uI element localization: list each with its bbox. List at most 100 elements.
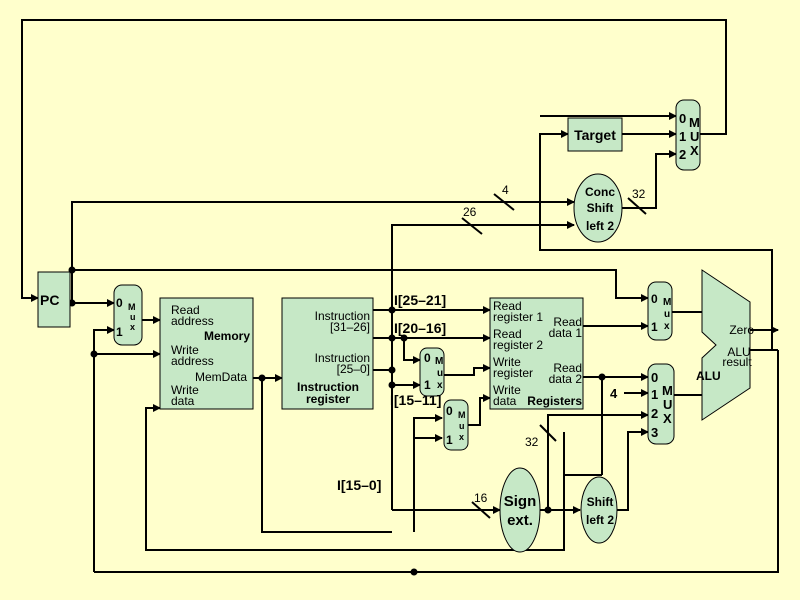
mux-pcsource: 0 1 2 M U X [675,99,701,171]
wire-alu-to-target [539,130,773,350]
svg-text:2: 2 [679,147,686,162]
alu: Zero ALU result ALU [696,269,754,421]
svg-text:1: 1 [651,387,658,402]
svg-text:1: 1 [679,129,686,144]
svg-text:3: 3 [651,425,658,440]
svg-text:x: x [459,432,464,442]
wire-pc-to-concat [71,198,575,303]
svg-text:M: M [128,302,136,312]
target-register: Target [567,117,623,152]
svg-text:u: u [130,312,136,322]
svg-text:0: 0 [679,111,686,126]
svg-text:Shift: Shift [587,495,614,509]
svg-text:0: 0 [424,351,431,365]
svg-text:Instruction: Instruction [315,309,370,323]
svg-text:PC: PC [40,292,59,308]
svg-text:Read: Read [171,303,200,317]
svg-text:x: x [130,322,135,332]
wire-regb-to-mem-bus [563,432,602,476]
svg-text:x: x [664,321,670,332]
concat-shift-unit: Conc Shift left 2 [573,173,623,243]
svg-text:M: M [662,383,673,398]
mux-memtoreg: 0 1 M u x [443,399,469,451]
wire-aluout-to-mem-addr [93,326,115,572]
svg-text:register 1: register 1 [493,310,543,324]
svg-text:Read: Read [493,299,522,313]
svg-text:data 1: data 1 [549,326,583,340]
wire-rt-to-mux [403,338,421,364]
svg-text:MemData: MemData [195,370,247,384]
wire-memdata-to-regmux [413,414,443,532]
svg-text:ALU: ALU [727,345,750,359]
wire-regmux-to-write-data [468,394,491,426]
svg-text:ext.: ext. [507,512,533,529]
width-imm: 16 [474,491,488,505]
svg-text:Read: Read [553,315,582,329]
mux-regdst: 0 1 M u x [419,347,445,397]
shift-left-2-unit: Shift left 2 [580,476,618,544]
width-signext-out: 32 [525,435,539,449]
svg-text:0: 0 [651,292,658,306]
svg-text:data: data [493,394,517,408]
svg-text:Write: Write [493,355,521,369]
svg-text:x: x [437,380,443,391]
label-imm-field: I[15–0] [337,477,381,493]
instruction-register: Instruction [31–26] Instruction [25–0] I… [281,297,374,410]
svg-text:data 2: data 2 [549,372,583,386]
svg-text:M: M [435,356,443,367]
svg-text:0: 0 [116,296,123,310]
svg-text:Shift: Shift [587,201,614,215]
svg-text:1: 1 [116,325,123,339]
const-four: 4 [610,386,618,401]
wire-shift-to-alu-b3 [616,428,649,511]
svg-text:u: u [459,421,465,431]
svg-text:M: M [689,115,700,130]
svg-text:Read: Read [493,327,522,341]
svg-text:0: 0 [446,404,453,418]
wire-signext-to-alu-b2 [547,411,649,510]
svg-text:1: 1 [446,433,453,447]
wire-memdata-down [261,378,392,533]
register-file: Read register 1 Read register 2 Write re… [489,297,584,410]
svg-text:X: X [663,411,672,426]
mux-iord: 0 1 M u x [113,284,143,346]
label-rt-field: I[20–16] [394,320,446,336]
hash-concat-in [493,193,515,211]
svg-text:1: 1 [651,320,658,334]
wire-ir-jump-field [373,221,575,371]
hash-jump [461,217,483,235]
svg-text:Instruction: Instruction [315,351,370,365]
svg-text:u: u [664,309,670,320]
mux-alusrc-b: 0 1 2 3 M U X [647,363,675,445]
svg-text:Registers: Registers [527,394,582,408]
memory-unit: Read address Memory Write address MemDat… [159,297,254,410]
svg-text:Memory: Memory [204,329,250,343]
svg-text:U: U [690,129,699,144]
pc-register: PC [37,271,71,328]
svg-text:ALU: ALU [696,369,721,383]
wire-alu-result-loop [94,350,779,573]
width-concat-out: 32 [632,187,646,201]
wire-pcsource-to-pc [21,19,727,302]
svg-text:address: address [171,314,214,328]
svg-text:left 2: left 2 [586,513,614,527]
hash-imm [471,501,491,519]
sign-extend-unit: Sign ext. [499,467,541,553]
svg-text:Sign: Sign [504,493,537,510]
svg-text:register: register [493,366,533,380]
svg-text:result: result [722,355,752,369]
svg-text:Target: Target [574,127,616,143]
svg-text:register 2: register 2 [493,338,543,352]
svg-text:register: register [306,392,350,406]
hash-concat-out [627,197,647,215]
svg-text:U: U [663,397,672,412]
svg-text:0: 0 [651,370,658,385]
width-jump-field: 26 [463,205,477,219]
svg-text:X: X [690,143,699,158]
svg-text:Write: Write [171,383,199,397]
svg-text:data: data [171,394,195,408]
svg-text:Write: Write [171,343,199,357]
width-concat-in: 4 [502,183,509,197]
svg-text:Read: Read [553,361,582,375]
